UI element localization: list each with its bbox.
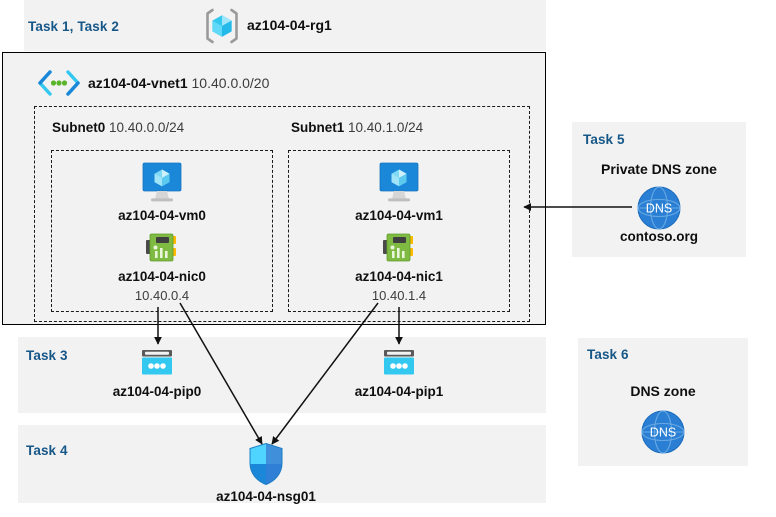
pip1-label: az104-04-pip1 xyxy=(354,384,444,399)
public-ip-address-icon xyxy=(139,348,175,380)
task-label-5: Task 5 xyxy=(583,132,625,147)
nic1-ip: 10.40.1.4 xyxy=(371,288,427,303)
dns-zone-heading: DNS zone xyxy=(630,383,696,399)
network-interface-icon xyxy=(145,232,179,264)
resource-group-name-text: az104-04-rg1 xyxy=(247,17,332,33)
vm0-label: az104-04-vm0 xyxy=(118,208,206,223)
nsg-label: az104-04-nsg01 xyxy=(216,489,316,504)
subnet0-name: Subnet0 xyxy=(52,120,106,135)
dns-zone-globe-icon: DNS xyxy=(638,407,688,457)
resource-group-name: az104-04-rg1 xyxy=(247,17,332,33)
private-dns-zone-name: contoso.org xyxy=(620,229,698,244)
task-label-4: Task 4 xyxy=(26,443,68,458)
vnet-container xyxy=(2,52,546,325)
vnet-title: az104-04-vnet1 10.40.0.0/20 xyxy=(88,75,269,91)
subnet0-boundary xyxy=(51,150,273,312)
dns-zone-globe-icon: DNS xyxy=(634,183,684,233)
task3-panel xyxy=(18,337,546,413)
task-label-3: Task 3 xyxy=(26,348,68,363)
nic0-label: az104-04-nic0 xyxy=(118,269,206,284)
vnet-name: az104-04-vnet1 xyxy=(88,75,188,91)
virtual-network-icon xyxy=(36,69,82,97)
subnet1-name: Subnet1 xyxy=(291,120,345,135)
network-interface-icon xyxy=(382,232,416,264)
pip0-label: az104-04-pip0 xyxy=(112,384,202,399)
vm1-label: az104-04-vm1 xyxy=(355,208,443,223)
resource-group-cube-icon xyxy=(203,7,241,45)
public-ip-address-icon xyxy=(381,348,417,380)
subnet1-cidr: 10.40.1.0/24 xyxy=(348,120,424,135)
task-label-1-2: Task 1, Task 2 xyxy=(28,19,119,34)
vnet-address-space: 10.40.0.0/20 xyxy=(191,75,270,91)
nic1-label: az104-04-nic1 xyxy=(355,269,443,284)
resource-group-header-panel xyxy=(24,0,546,51)
network-security-group-shield-icon xyxy=(247,442,285,486)
private-dns-zone-heading: Private DNS zone xyxy=(601,161,717,177)
svg-text:DNS: DNS xyxy=(650,426,676,440)
task-label-6: Task 6 xyxy=(587,347,629,362)
nic0-ip: 10.40.0.4 xyxy=(134,288,190,303)
subnet1-title: Subnet1 10.40.1.0/24 xyxy=(291,120,423,135)
virtual-machine-icon xyxy=(137,161,187,203)
virtual-machine-icon xyxy=(374,161,424,203)
svg-text:DNS: DNS xyxy=(646,202,672,216)
subnet0-cidr: 10.40.0.0/24 xyxy=(109,120,185,135)
subnet0-title: Subnet0 10.40.0.0/24 xyxy=(52,120,184,135)
